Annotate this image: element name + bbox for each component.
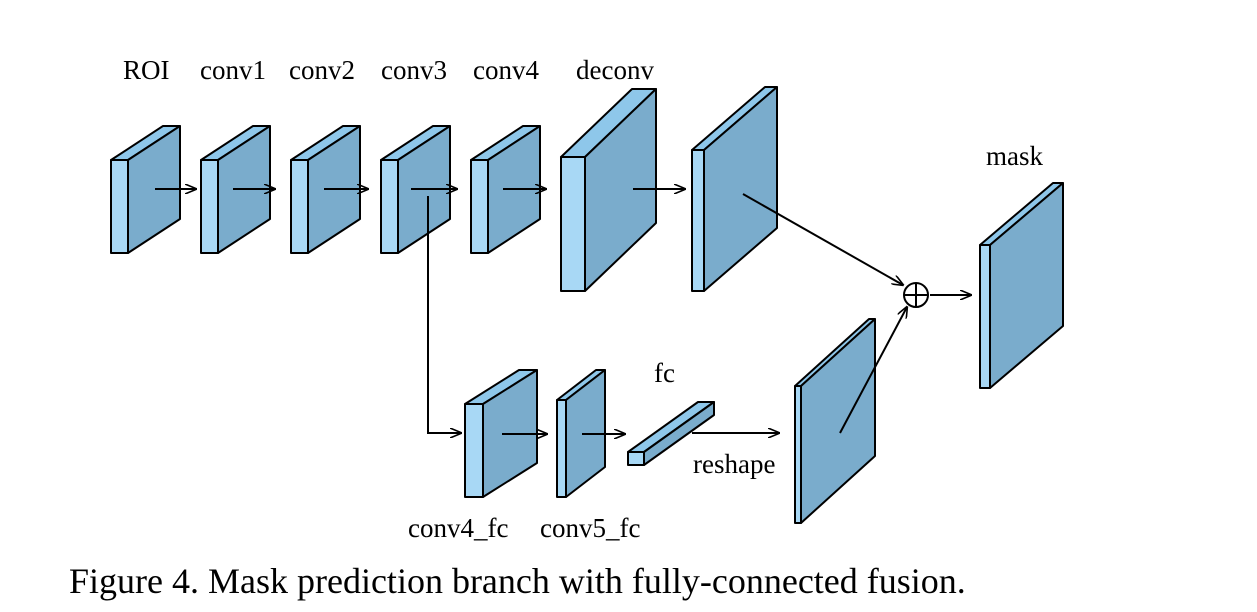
label-reshape: reshape — [693, 449, 775, 479]
deconv-output-block-side — [703, 86, 778, 292]
reshape-block-front — [794, 385, 802, 524]
conv5-fc-block — [556, 369, 606, 498]
reshape-block — [794, 318, 876, 524]
label-conv4: conv4 — [473, 55, 539, 85]
conv2-block-front — [290, 159, 309, 254]
label-roi: ROI — [123, 55, 170, 85]
roi-block — [110, 125, 181, 254]
conv4-fc-block-front — [464, 403, 484, 498]
roi-block-front — [110, 159, 129, 254]
deconv-block — [560, 88, 657, 292]
label-deconv: deconv — [576, 55, 654, 85]
label-conv5-fc: conv5_fc — [540, 513, 640, 543]
conv1-block-front — [200, 159, 219, 254]
label-conv3: conv3 — [381, 55, 447, 85]
label-conv4-fc: conv4_fc — [408, 513, 508, 543]
label-fc: fc — [654, 358, 675, 388]
deconv-output-block — [691, 86, 778, 292]
arrow-reshape-to-fusion — [839, 307, 907, 434]
label-conv2: conv2 — [289, 55, 355, 85]
conv4-block-front — [470, 159, 489, 254]
deconv-output-block-front — [691, 149, 705, 292]
fc-block — [627, 401, 715, 466]
mask-output-block-side — [989, 182, 1064, 389]
arrow-conv3-branch-down — [427, 196, 461, 433]
figure-caption: Figure 4. Mask prediction branch with fu… — [69, 561, 966, 601]
label-conv1: conv1 — [200, 55, 266, 85]
mask-output-block — [979, 182, 1064, 389]
arrow-deconv-to-fusion — [742, 193, 903, 285]
deconv-block-front — [560, 156, 586, 292]
conv3-block-front — [380, 159, 399, 254]
conv5-fc-block-front — [556, 399, 567, 498]
fc-block-front — [627, 451, 645, 466]
mask-output-block-front — [979, 244, 991, 389]
connection-arrows — [155, 189, 971, 434]
label-mask: mask — [986, 141, 1043, 171]
circle-plus-icon — [903, 282, 929, 308]
